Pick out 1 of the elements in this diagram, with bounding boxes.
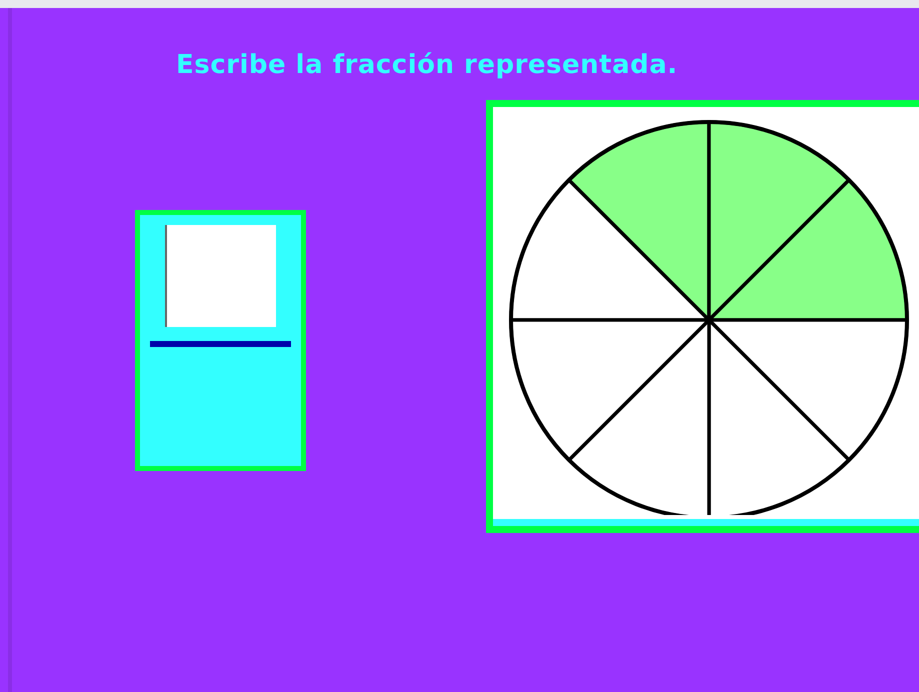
title: Escribe la fracción representada. <box>176 50 678 80</box>
